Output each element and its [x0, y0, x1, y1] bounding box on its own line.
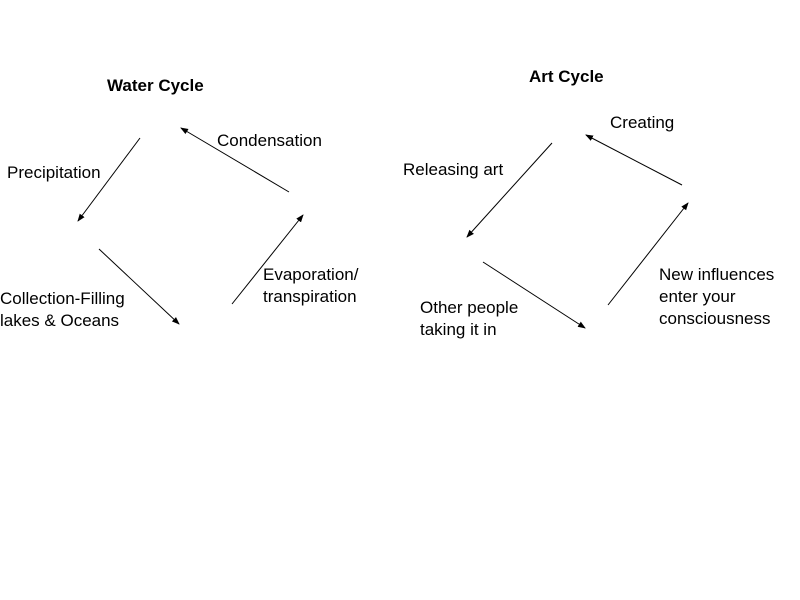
- label-collection-line-2: lakes & Oceans: [0, 311, 120, 330]
- label-collection-line-1: Collection-Filling: [0, 289, 125, 308]
- water-arrow-evaporation: [231, 214, 304, 305]
- label-evaporation: Evaporation/ transpiration: [263, 264, 358, 308]
- water-cycle-title: Water Cycle: [107, 76, 204, 95]
- art-arrow-influences: [607, 202, 689, 306]
- label-new-influences-line-3: consciousness: [659, 309, 771, 328]
- label-collection: Collection-Filling lakes & Oceans: [0, 288, 125, 332]
- water-arrow-precipitation: [77, 137, 141, 222]
- art-cycle-title: Art Cycle: [529, 67, 604, 86]
- water-arrow-collection: [98, 248, 180, 325]
- label-other-people-line-1: Other people: [420, 298, 519, 317]
- water-arrow-condensation: [180, 127, 290, 193]
- label-evaporation-line-2: transpiration: [263, 287, 357, 306]
- label-other-people: Other people taking it in: [420, 297, 518, 341]
- art-arrow-others: [482, 261, 586, 329]
- label-new-influences-line-2: enter your: [659, 287, 736, 306]
- label-other-people-line-2: taking it in: [420, 320, 497, 339]
- art-arrow-creating: [585, 134, 683, 186]
- label-new-influences-line-1: New influences: [659, 265, 775, 284]
- label-evaporation-line-1: Evaporation/: [263, 265, 359, 284]
- label-new-influences: New influences enter your consciousness: [659, 264, 774, 330]
- label-creating: Creating: [610, 113, 675, 132]
- label-precipitation: Precipitation: [7, 163, 101, 182]
- label-releasing-art: Releasing art: [403, 160, 504, 179]
- art-arrow-releasing: [466, 142, 553, 238]
- label-condensation: Condensation: [217, 131, 322, 150]
